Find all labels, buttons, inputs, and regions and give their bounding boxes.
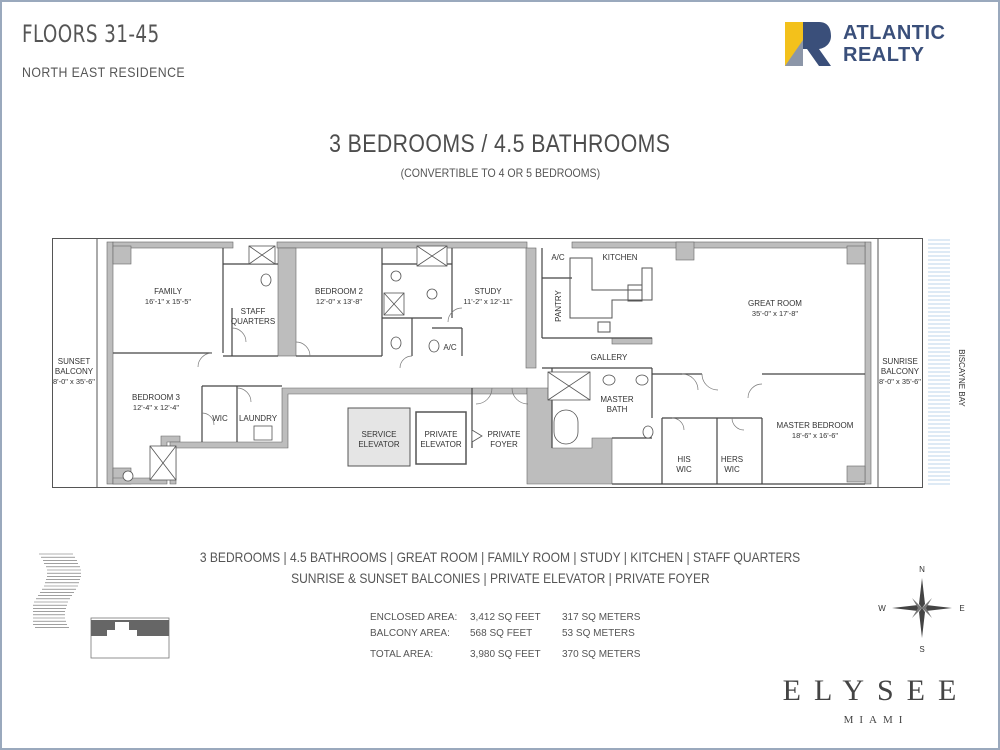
sunset-size: 8'-0" x 35'-6" <box>53 377 95 386</box>
study-size: 11'-2" x 12'-11" <box>463 297 513 306</box>
sunset-label-1: SUNSET <box>58 357 91 366</box>
interior-walls <box>113 248 865 485</box>
room-labels: FAMILY 16'-1" x 15'-5" STAFF QUARTERS BE… <box>53 253 966 474</box>
compass-rose-icon: N S E W <box>878 565 964 654</box>
bedroom2-label: BEDROOM 2 <box>315 287 364 296</box>
floor-plan: FAMILY 16'-1" x 15'-5" STAFF QUARTERS BE… <box>52 238 966 488</box>
private-elevator-label-1: PRIVATE <box>424 430 457 439</box>
master-bath-label-2: BATH <box>607 405 628 414</box>
atlantic-realty-logo: ATLANTIC REALTY <box>785 20 975 68</box>
residence-subtitle: NORTH EAST RESIDENCE <box>22 64 186 80</box>
study-label: STUDY <box>474 287 502 296</box>
private-elevator-box <box>415 411 467 465</box>
pantry-label: PANTRY <box>554 289 563 321</box>
features-line2: SUNRISE & SUNSET BALCONIES | PRIVATE ELE… <box>290 570 710 586</box>
compass-s: S <box>919 645 924 654</box>
doors <box>197 307 763 431</box>
bedroom3-size: 12'-4" x 12'-4" <box>133 403 179 412</box>
hers-wic-label-1: HERS <box>721 455 743 464</box>
floors-title: FLOORS 31-45 <box>22 20 160 48</box>
kitchen-counters <box>569 257 653 333</box>
master-bath-label-1: MASTER <box>600 395 634 404</box>
sunset-label-2: BALCONY <box>55 367 94 376</box>
service-elevator-box <box>347 407 411 467</box>
gallery-label: GALLERY <box>591 353 628 362</box>
key-plan <box>33 553 170 659</box>
master-bedroom-label: MASTER BEDROOM <box>777 421 854 430</box>
private-foyer-label-1: PRIVATE <box>487 430 520 439</box>
wic-label: WIC <box>212 414 228 423</box>
kitchen-label: KITCHEN <box>602 253 637 262</box>
master-bedroom-size: 18'-6" x 16'-6" <box>792 431 838 440</box>
great-room-label: GREAT ROOM <box>748 299 802 308</box>
staff-label-1: STAFF <box>241 307 266 316</box>
biscayne-bay-label: BISCAYNE BAY <box>957 349 966 407</box>
compass-w: W <box>878 604 886 613</box>
private-foyer-label-2: FOYER <box>490 440 518 449</box>
laundry-label: LAUNDRY <box>239 414 278 423</box>
sunrise-label-1: SUNRISE <box>882 357 918 366</box>
ac-label-2: A/C <box>551 253 565 262</box>
staff-label-2: QUARTERS <box>231 317 275 326</box>
elysee-brand: ELYSEE <box>782 674 970 707</box>
family-size: 16'-1" x 15'-5" <box>145 297 191 306</box>
logo-line1: ATLANTIC <box>843 22 946 44</box>
his-wic-label-1: HIS <box>677 455 690 464</box>
unit-title: 3 BEDROOMS / 4.5 BATHROOMS <box>329 130 671 158</box>
foyer-arrow-icon <box>471 429 483 443</box>
logo-mark-icon <box>785 22 831 66</box>
compass-e: E <box>959 604 964 613</box>
service-elevator-label-1: SERVICE <box>362 430 397 439</box>
water-pattern <box>928 239 950 485</box>
private-elevator-label-2: ELEVATOR <box>420 440 462 449</box>
great-room-size: 35'-0" x 17'-8" <box>752 309 798 318</box>
his-wic-label-2: WIC <box>676 465 692 474</box>
ac-label-1: A/C <box>443 343 457 352</box>
bedroom3-label: BEDROOM 3 <box>132 393 181 402</box>
elysee-city: MIAMI <box>843 714 909 726</box>
unit-subtitle: (CONVERTIBLE TO 4 OR 5 BEDROOMS) <box>400 166 600 180</box>
sunrise-size: 8'-0" x 35'-6" <box>879 377 921 386</box>
sunrise-label-2: BALCONY <box>881 367 920 376</box>
features-line1: 3 BEDROOMS | 4.5 BATHROOMS | GREAT ROOM … <box>199 549 801 565</box>
hers-wic-label-2: WIC <box>724 465 740 474</box>
bedroom2-size: 12'-0" x 13'-8" <box>316 297 362 306</box>
family-label: FAMILY <box>154 287 183 296</box>
compass-n: N <box>919 565 925 574</box>
features-list: 3 BEDROOMS | 4.5 BATHROOMS | GREAT ROOM … <box>0 547 1000 589</box>
logo-line2: REALTY <box>843 44 925 66</box>
service-elevator-label-2: ELEVATOR <box>358 440 400 449</box>
bath-fixtures <box>122 245 654 482</box>
walls <box>106 241 872 485</box>
